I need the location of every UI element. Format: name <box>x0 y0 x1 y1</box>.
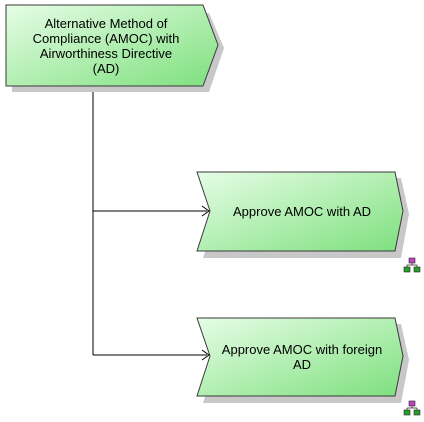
icon-left-node <box>403 266 411 273</box>
icon-top-node <box>408 257 416 264</box>
connector-to-child-1-arrow <box>201 205 210 217</box>
root-label-line: Compliance (AMOC) with <box>32 30 180 46</box>
child-process-2-label: Approve AMOC with foreign AD <box>208 318 396 396</box>
icon-top-node <box>408 400 416 407</box>
child-process-2-shape[interactable] <box>196 317 409 403</box>
child-1-label-line: Approve AMOC with AD <box>233 204 371 219</box>
icon-right-node <box>413 409 421 416</box>
root-label-line: Alternative Method of <box>44 15 168 31</box>
assignment-hierarchy-icon[interactable] <box>403 400 421 416</box>
icon-left-node <box>403 409 411 416</box>
root-function-label: Alternative Method of Compliance (AMOC) … <box>6 5 206 86</box>
child-2-label-line: AD <box>292 357 312 372</box>
connector-to-child-2-arrow <box>201 349 210 361</box>
child-2-label-line: Approve AMOC with foreign <box>221 342 383 357</box>
child-process-1-shape[interactable] <box>196 171 409 258</box>
root-label-line: (AD) <box>92 60 120 76</box>
child-process-1-label: Approve AMOC with AD <box>208 172 396 251</box>
connectors <box>92 87 210 361</box>
root-box <box>5 4 219 87</box>
icon-links <box>406 263 418 267</box>
child-2-box <box>196 317 404 397</box>
icon-right-node <box>413 266 421 273</box>
icon-links <box>406 406 418 410</box>
root-label-line: Airworthiness Directive <box>39 45 173 61</box>
assignment-hierarchy-icon[interactable] <box>403 257 421 273</box>
root-function-shape[interactable] <box>5 4 224 92</box>
child-1-box <box>196 171 404 252</box>
